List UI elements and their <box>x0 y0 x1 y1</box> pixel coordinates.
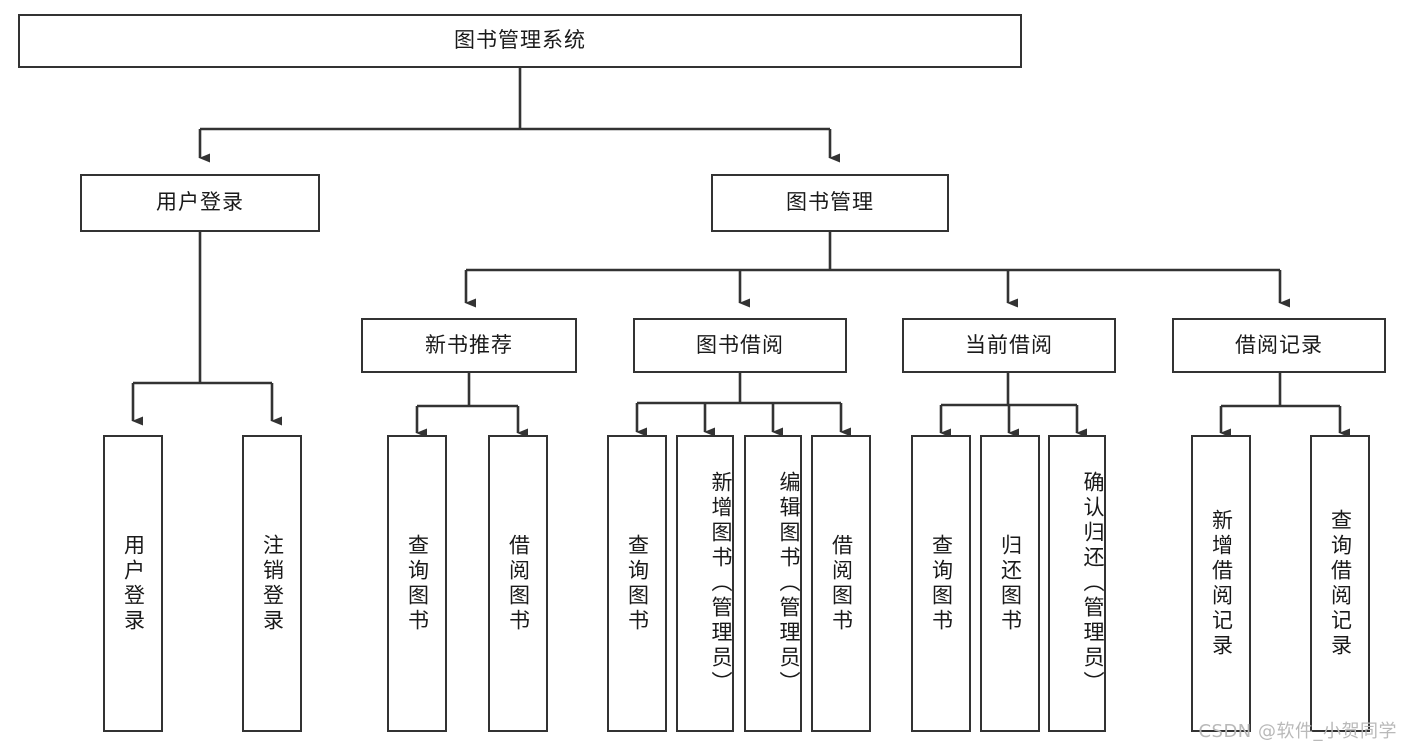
node-leaf-query-record[interactable]: 查询借阅记录 <box>1310 435 1370 732</box>
node-book-manage-label: 图书管理 <box>786 190 874 215</box>
node-leaf-query-record-label: 查询借阅记录 <box>1328 508 1353 659</box>
node-leaf-logout-label: 注销登录 <box>260 533 285 634</box>
node-leaf-confirm-return-label: 确认归还（管理员） <box>1081 471 1105 696</box>
node-leaf-borrow-book-2[interactable]: 借阅图书 <box>811 435 871 732</box>
node-leaf-edit-book[interactable]: 编辑图书（管理员） <box>744 435 802 732</box>
node-current-borrow[interactable]: 当前借阅 <box>902 318 1116 373</box>
node-leaf-query-book-3-label: 查询图书 <box>929 533 954 634</box>
node-leaf-logout[interactable]: 注销登录 <box>242 435 302 732</box>
node-book-manage[interactable]: 图书管理 <box>711 174 949 232</box>
node-borrow-record[interactable]: 借阅记录 <box>1172 318 1386 373</box>
node-leaf-add-record[interactable]: 新增借阅记录 <box>1191 435 1251 732</box>
node-leaf-borrow-book-1-label: 借阅图书 <box>506 533 531 634</box>
node-leaf-return-book-label: 归还图书 <box>998 533 1023 634</box>
node-leaf-query-book-2-label: 查询图书 <box>625 533 650 634</box>
node-leaf-query-book-3[interactable]: 查询图书 <box>911 435 971 732</box>
node-book-borrow[interactable]: 图书借阅 <box>633 318 847 373</box>
node-new-book-rec-label: 新书推荐 <box>425 332 513 357</box>
node-new-book-rec[interactable]: 新书推荐 <box>361 318 577 373</box>
node-root-label: 图书管理系统 <box>454 28 586 53</box>
node-borrow-record-label: 借阅记录 <box>1235 332 1323 357</box>
node-leaf-add-record-label: 新增借阅记录 <box>1209 508 1234 659</box>
node-leaf-user-login[interactable]: 用户登录 <box>103 435 163 732</box>
node-leaf-borrow-book-1[interactable]: 借阅图书 <box>488 435 548 732</box>
node-leaf-return-book[interactable]: 归还图书 <box>980 435 1040 732</box>
node-leaf-add-book-label: 新增图书（管理员） <box>709 471 733 696</box>
node-book-borrow-label: 图书借阅 <box>696 332 784 357</box>
node-leaf-user-login-label: 用户登录 <box>121 533 146 634</box>
node-leaf-query-book-1[interactable]: 查询图书 <box>387 435 447 732</box>
node-leaf-edit-book-label: 编辑图书（管理员） <box>777 471 801 696</box>
node-leaf-borrow-book-2-label: 借阅图书 <box>829 533 854 634</box>
node-user-login-label: 用户登录 <box>156 190 244 215</box>
node-root[interactable]: 图书管理系统 <box>18 14 1022 68</box>
node-user-login[interactable]: 用户登录 <box>80 174 320 232</box>
node-leaf-query-book-1-label: 查询图书 <box>405 533 430 634</box>
csdn-watermark: CSDN @软件_小贺同学 <box>1198 721 1397 742</box>
node-current-borrow-label: 当前借阅 <box>965 332 1053 357</box>
node-leaf-query-book-2[interactable]: 查询图书 <box>607 435 667 732</box>
node-leaf-confirm-return[interactable]: 确认归还（管理员） <box>1048 435 1106 732</box>
node-leaf-add-book[interactable]: 新增图书（管理员） <box>676 435 734 732</box>
